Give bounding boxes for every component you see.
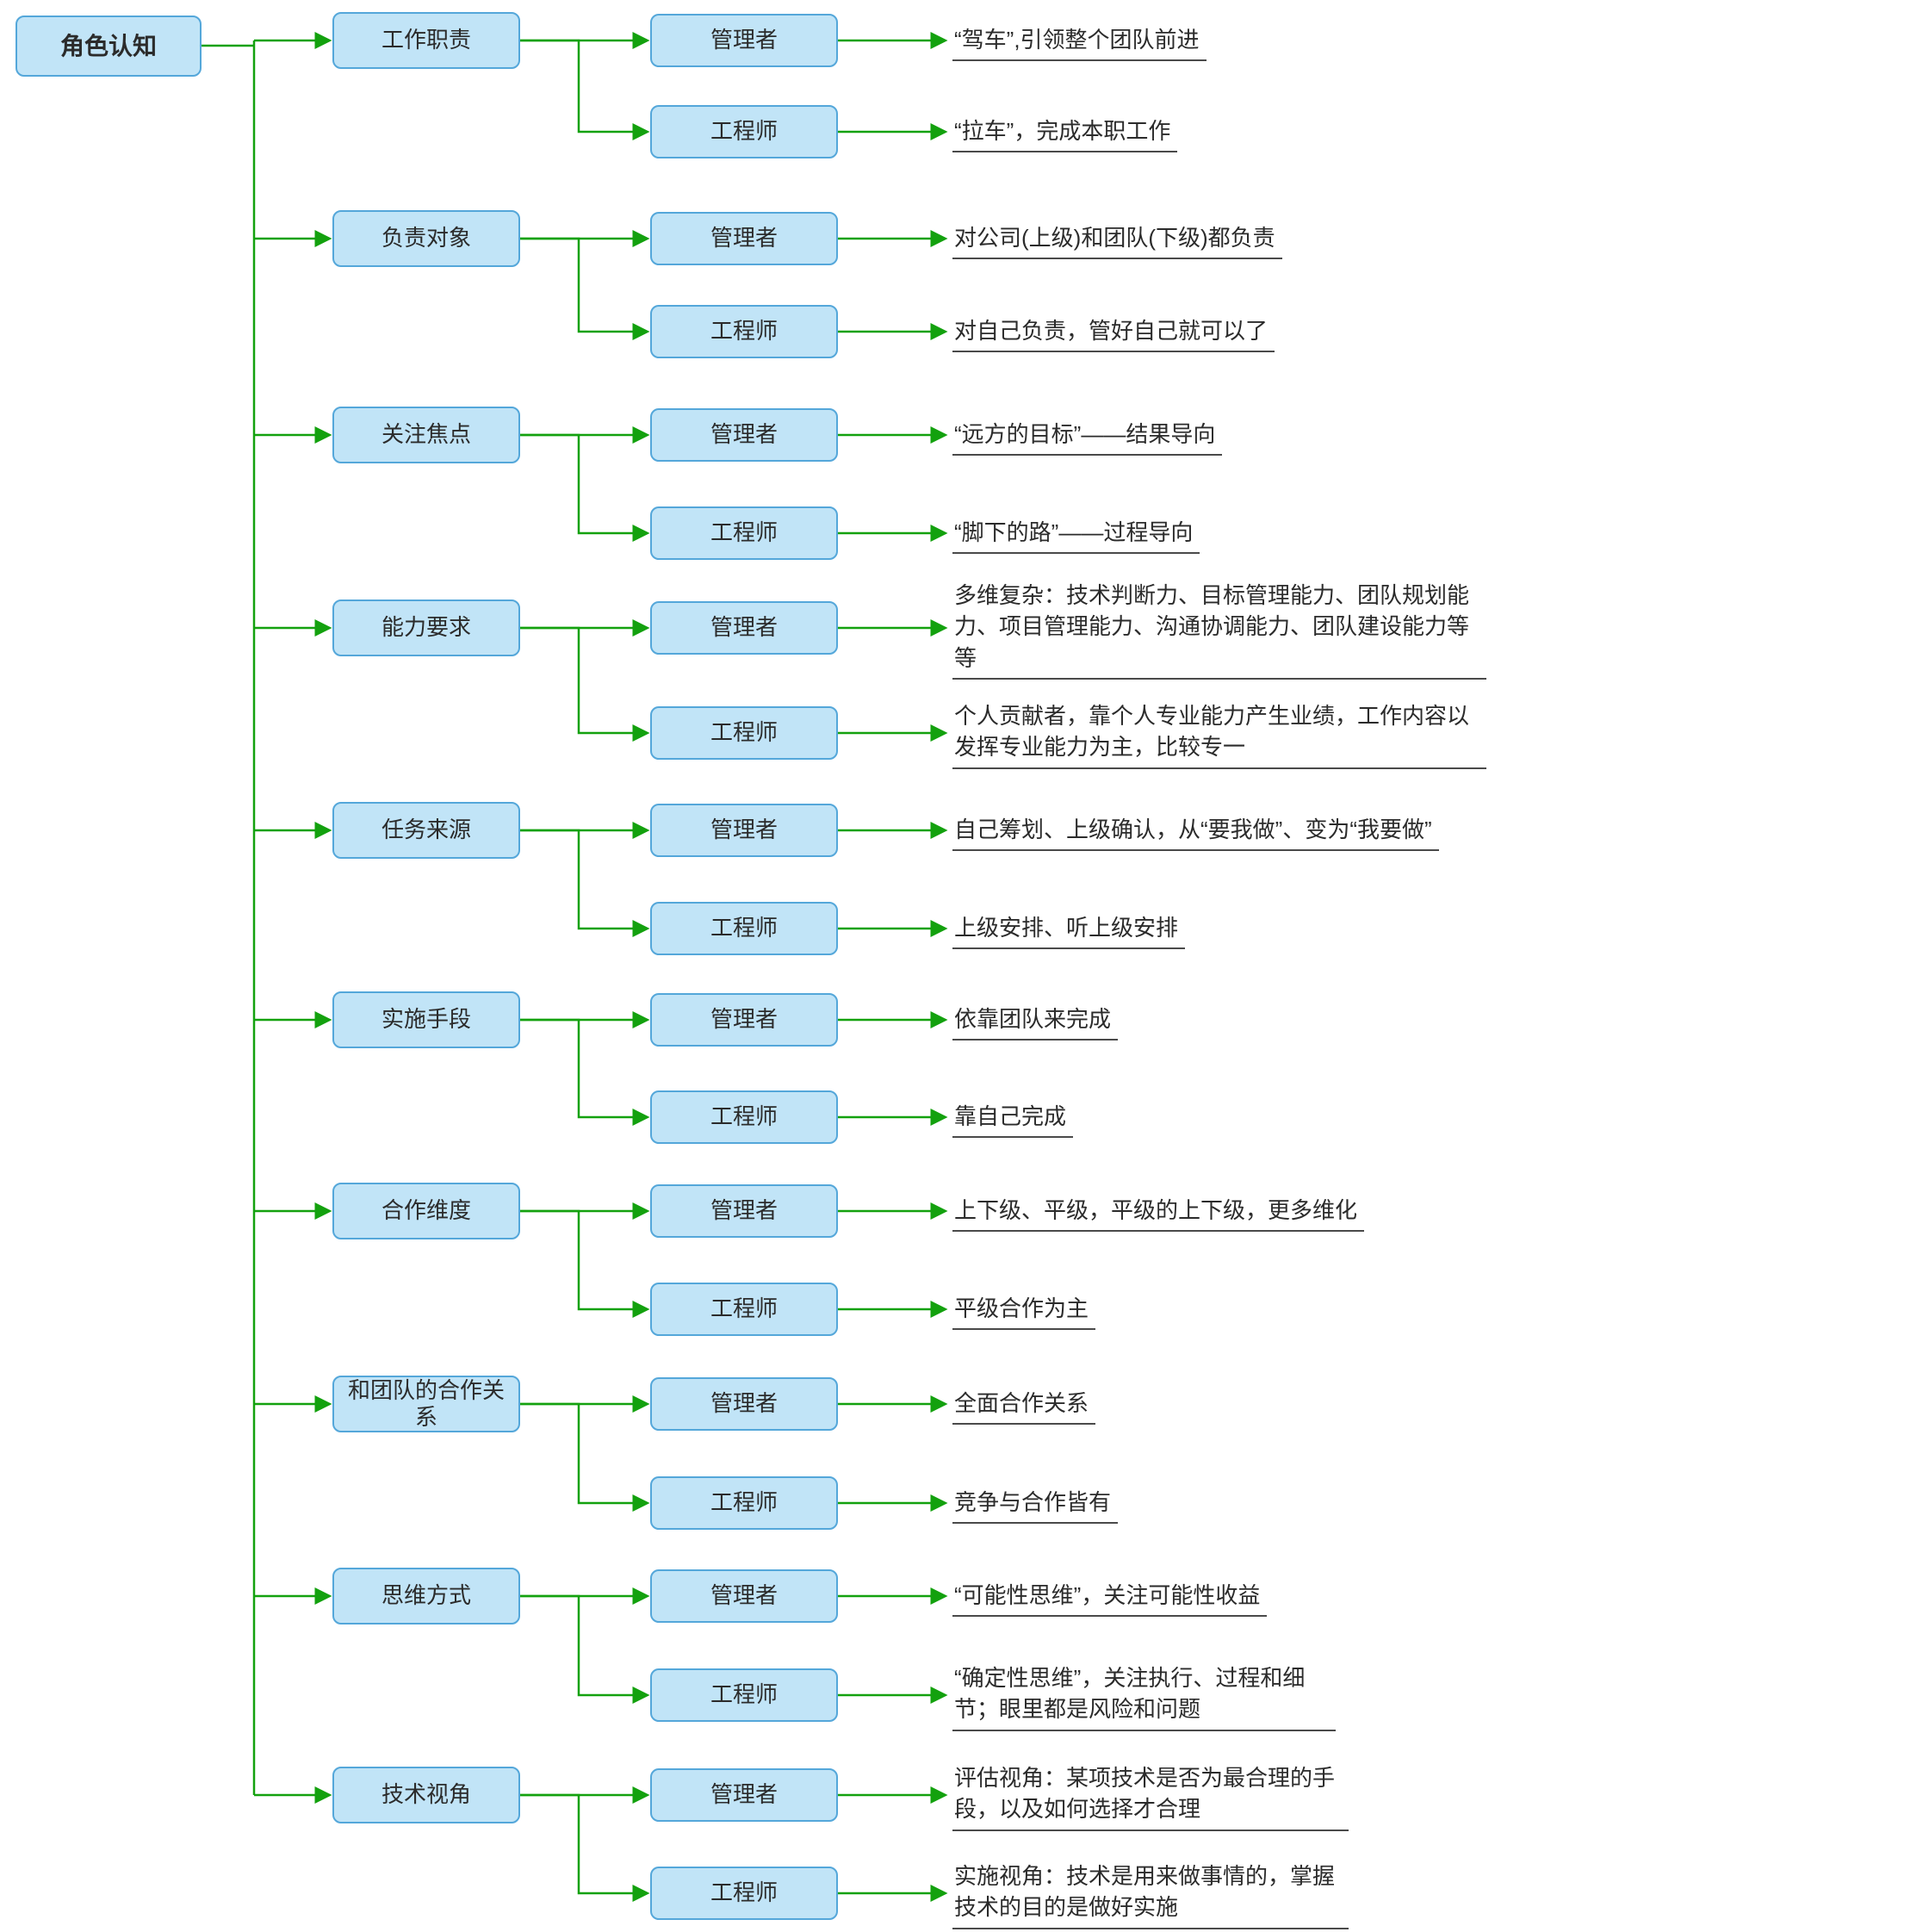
role-node[interactable]: 工程师 xyxy=(650,506,838,560)
leaf-text[interactable]: 上下级、平级，平级的上下级，更多维化 xyxy=(952,1195,1365,1232)
leaf-text[interactable]: “驾车”,引领整个团队前进 xyxy=(952,24,1207,61)
leaf-text[interactable]: 竞争与合作皆有 xyxy=(952,1487,1119,1524)
branch-node[interactable]: 能力要求 xyxy=(332,599,520,656)
leaf-text[interactable]: 多维复杂：技术判断力、目标管理能力、团队规划能力、项目管理能力、沟通协调能力、团… xyxy=(952,580,1486,680)
leaf-text[interactable]: 靠自己完成 xyxy=(952,1101,1074,1138)
leaf-text[interactable]: “确定性思维”，关注执行、过程和细节；眼里都是风险和问题 xyxy=(952,1662,1336,1731)
branch-node[interactable]: 合作维度 xyxy=(332,1183,520,1239)
leaf-text[interactable]: 个人贡献者，靠个人专业能力产生业绩，工作内容以发挥专业能力为主，比较专一 xyxy=(952,700,1486,769)
role-node[interactable]: 工程师 xyxy=(650,1668,838,1722)
leaf-text[interactable]: 对自己负责，管好自己就可以了 xyxy=(952,315,1275,352)
branch-node[interactable]: 负责对象 xyxy=(332,210,520,267)
branch-node[interactable]: 实施手段 xyxy=(332,991,520,1048)
connector-line xyxy=(520,39,650,140)
leaf-text[interactable]: 上级安排、听上级安排 xyxy=(952,912,1186,949)
role-node[interactable]: 管理者 xyxy=(650,993,838,1047)
leaf-text[interactable]: 对公司(上级)和团队(下级)都负责 xyxy=(952,222,1282,259)
leaf-text[interactable]: “可能性思维”，关注可能性收益 xyxy=(952,1580,1268,1617)
connector-line xyxy=(520,1793,650,1902)
role-node[interactable]: 工程师 xyxy=(650,1476,838,1530)
connector-line xyxy=(520,433,650,542)
connector-line xyxy=(520,1402,650,1512)
branch-node[interactable]: 思维方式 xyxy=(332,1568,520,1624)
role-node[interactable]: 管理者 xyxy=(650,408,838,462)
role-node[interactable]: 管理者 xyxy=(650,14,838,67)
leaf-text[interactable]: “脚下的路”——过程导向 xyxy=(952,517,1200,554)
connector-line xyxy=(520,237,650,340)
role-node[interactable]: 管理者 xyxy=(650,601,838,655)
leaf-text[interactable]: “拉车”，完成本职工作 xyxy=(952,115,1178,152)
role-node[interactable]: 工程师 xyxy=(650,1283,838,1336)
leaf-text[interactable]: 平级合作为主 xyxy=(952,1293,1096,1330)
branch-node[interactable]: 工作职责 xyxy=(332,12,520,69)
role-node[interactable]: 工程师 xyxy=(650,1867,838,1920)
branch-node[interactable]: 关注焦点 xyxy=(332,407,520,463)
role-node[interactable]: 工程师 xyxy=(650,1090,838,1144)
connector-line xyxy=(520,1018,650,1126)
leaf-text[interactable]: 评估视角：某项技术是否为最合理的手段，以及如何选择才合理 xyxy=(952,1762,1349,1831)
leaf-text[interactable]: 实施视角：技术是用来做事情的，掌握技术的目的是做好实施 xyxy=(952,1861,1349,1929)
role-node[interactable]: 管理者 xyxy=(650,1184,838,1238)
leaf-text[interactable]: 自己筹划、上级确认，从“要我做”、变为“我要做” xyxy=(952,814,1439,851)
role-node[interactable]: 管理者 xyxy=(650,1569,838,1623)
connector-line xyxy=(520,829,650,937)
leaf-text[interactable]: 依靠团队来完成 xyxy=(952,1003,1119,1041)
role-node[interactable]: 工程师 xyxy=(650,105,838,158)
leaf-text[interactable]: “远方的目标”——结果导向 xyxy=(952,419,1223,456)
role-node[interactable]: 工程师 xyxy=(650,706,838,760)
leaf-text[interactable]: 全面合作关系 xyxy=(952,1388,1096,1425)
branch-node[interactable]: 和团队的合作关系 xyxy=(332,1376,520,1432)
role-node[interactable]: 管理者 xyxy=(650,804,838,857)
role-node[interactable]: 管理者 xyxy=(650,1768,838,1822)
branch-node[interactable]: 任务来源 xyxy=(332,802,520,859)
connector-line xyxy=(520,1594,650,1704)
branch-node[interactable]: 技术视角 xyxy=(332,1767,520,1823)
connector-line xyxy=(520,626,650,742)
connector-line xyxy=(520,1209,650,1318)
role-node[interactable]: 管理者 xyxy=(650,212,838,265)
root-node[interactable]: 角色认知 xyxy=(16,16,202,77)
role-node[interactable]: 工程师 xyxy=(650,902,838,955)
role-node[interactable]: 管理者 xyxy=(650,1377,838,1431)
role-node[interactable]: 工程师 xyxy=(650,305,838,358)
